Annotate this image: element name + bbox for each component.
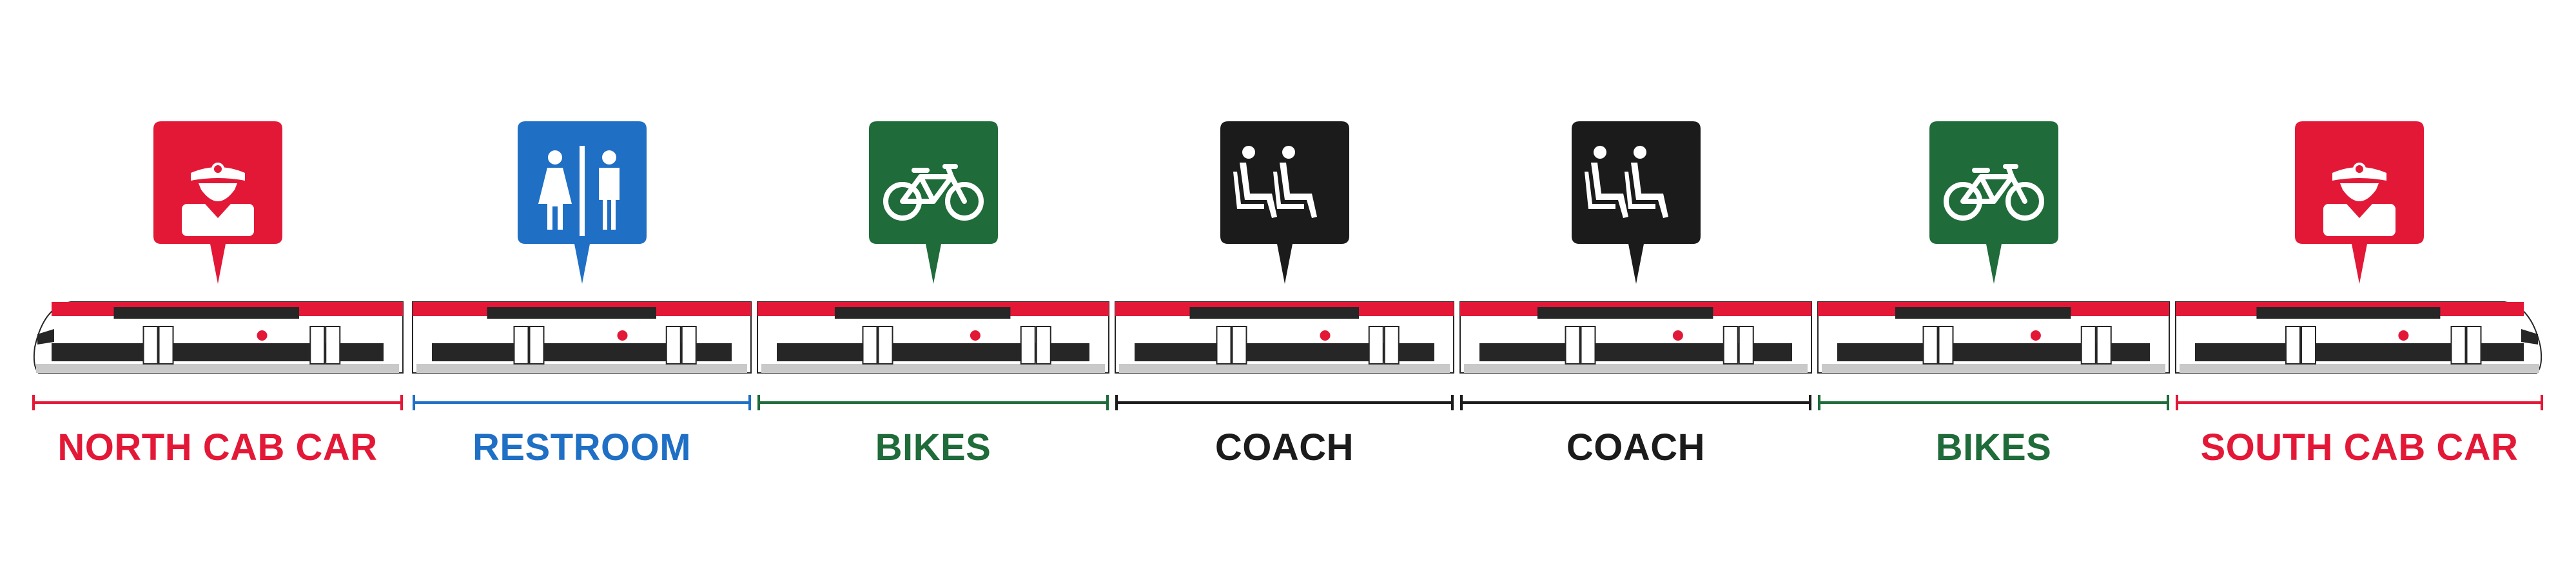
car-label: BIKES (1935, 426, 2052, 468)
seats-icon (1460, 121, 1811, 284)
car-bracket (413, 392, 751, 413)
train-car-body (1115, 301, 1454, 374)
car-label: RESTROOM (472, 426, 692, 468)
car-bracket (32, 392, 403, 413)
train-car-body (412, 301, 752, 374)
train-car-body (33, 301, 404, 374)
car-bikes: BIKES (757, 0, 1109, 580)
car-label: COACH (1566, 426, 1706, 468)
conductor-icon (2176, 121, 2543, 284)
car-coach: COACH (1460, 0, 1811, 580)
train-car-body (2175, 301, 2542, 374)
car-bikes: BIKES (1818, 0, 2169, 580)
car-bracket (1818, 392, 2169, 413)
car-bracket (2176, 392, 2543, 413)
car-label: SOUTH CAB CAR (2200, 426, 2519, 468)
bicycle-icon (1818, 121, 2169, 284)
car-label: NORTH CAB CAR (57, 426, 378, 468)
car-north-cab: NORTH CAB CAR (32, 0, 403, 580)
car-bracket (1460, 392, 1811, 413)
seats-icon (1115, 121, 1454, 284)
train-car-body (1817, 301, 2170, 374)
car-south-cab: SOUTH CAB CAR (2176, 0, 2543, 580)
car-bracket (757, 392, 1109, 413)
car-restroom: RESTROOM (413, 0, 751, 580)
bicycle-icon (757, 121, 1109, 284)
restroom-icon (413, 121, 751, 284)
train-car-body (1459, 301, 1812, 374)
car-label: BIKES (875, 426, 991, 468)
car-label: COACH (1215, 426, 1354, 468)
car-coach: COACH (1115, 0, 1454, 580)
car-bracket (1115, 392, 1454, 413)
train-car-body (757, 301, 1109, 374)
conductor-icon (32, 121, 403, 284)
